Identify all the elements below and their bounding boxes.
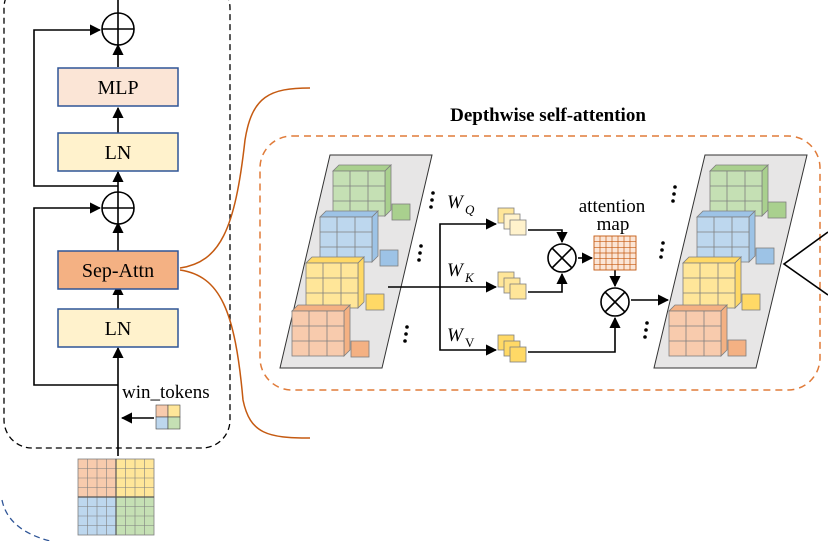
residual-connection-upper bbox=[33, 24, 118, 187]
svg-text:W: W bbox=[447, 192, 465, 213]
key-cubes bbox=[497, 271, 527, 300]
svg-text:Q: Q bbox=[465, 202, 475, 217]
add-node-top bbox=[101, 12, 135, 46]
residual-connection-lower bbox=[33, 202, 118, 386]
ln-bottom-box bbox=[57, 308, 179, 348]
ln-bottom-label: LN bbox=[105, 318, 132, 340]
input-token-grid bbox=[77, 458, 155, 536]
cube-stack-green-out bbox=[709, 164, 787, 219]
cube-stack-yellow-in bbox=[305, 256, 385, 311]
attention-map-label-line1: attention bbox=[579, 196, 646, 217]
svg-text:W: W bbox=[447, 260, 465, 281]
mlp-label: MLP bbox=[97, 77, 138, 99]
transformer-block-frame bbox=[3, 0, 231, 449]
wq-label: W Q bbox=[447, 192, 475, 217]
mlp-box bbox=[57, 67, 179, 107]
query-cubes bbox=[497, 207, 527, 236]
ln-top-label: LN bbox=[105, 142, 132, 164]
attention-map-grid bbox=[593, 235, 637, 271]
sep-attn-label: Sep-Attn bbox=[82, 260, 154, 282]
wk-label: W K bbox=[447, 260, 475, 285]
ln-top-box bbox=[57, 132, 179, 172]
zoom-connector-bottom bbox=[179, 269, 311, 439]
svg-text:K: K bbox=[464, 270, 475, 285]
add-node-middle bbox=[101, 191, 135, 225]
multiply-node-qk bbox=[547, 243, 577, 273]
zoom-connector-top bbox=[179, 87, 311, 269]
value-cubes bbox=[497, 334, 527, 363]
cube-stack-salmon-in bbox=[291, 304, 370, 358]
cube-stack-blue-in bbox=[319, 210, 399, 267]
win-tokens-icon bbox=[155, 404, 181, 430]
multiply-node-v bbox=[600, 287, 630, 317]
attention-map-label-line2: map bbox=[597, 214, 630, 235]
cube-stack-salmon-out bbox=[668, 304, 747, 357]
ellipsis-dots bbox=[403, 185, 677, 343]
output-wedge bbox=[782, 231, 828, 296]
wv-label: W V bbox=[447, 325, 475, 350]
cube-stack-yellow-out bbox=[682, 256, 761, 311]
detail-frame bbox=[259, 135, 821, 391]
cube-stack-blue-out bbox=[696, 210, 775, 265]
sep-attn-box bbox=[57, 250, 179, 290]
win-tokens-label: win_tokens bbox=[122, 382, 210, 403]
cube-stack-green-in bbox=[332, 164, 411, 221]
detail-title: Depthwise self-attention bbox=[450, 105, 646, 126]
svg-text:W: W bbox=[447, 325, 465, 346]
svg-text:V: V bbox=[465, 335, 475, 350]
outer-dashed-border bbox=[1, 499, 51, 541]
